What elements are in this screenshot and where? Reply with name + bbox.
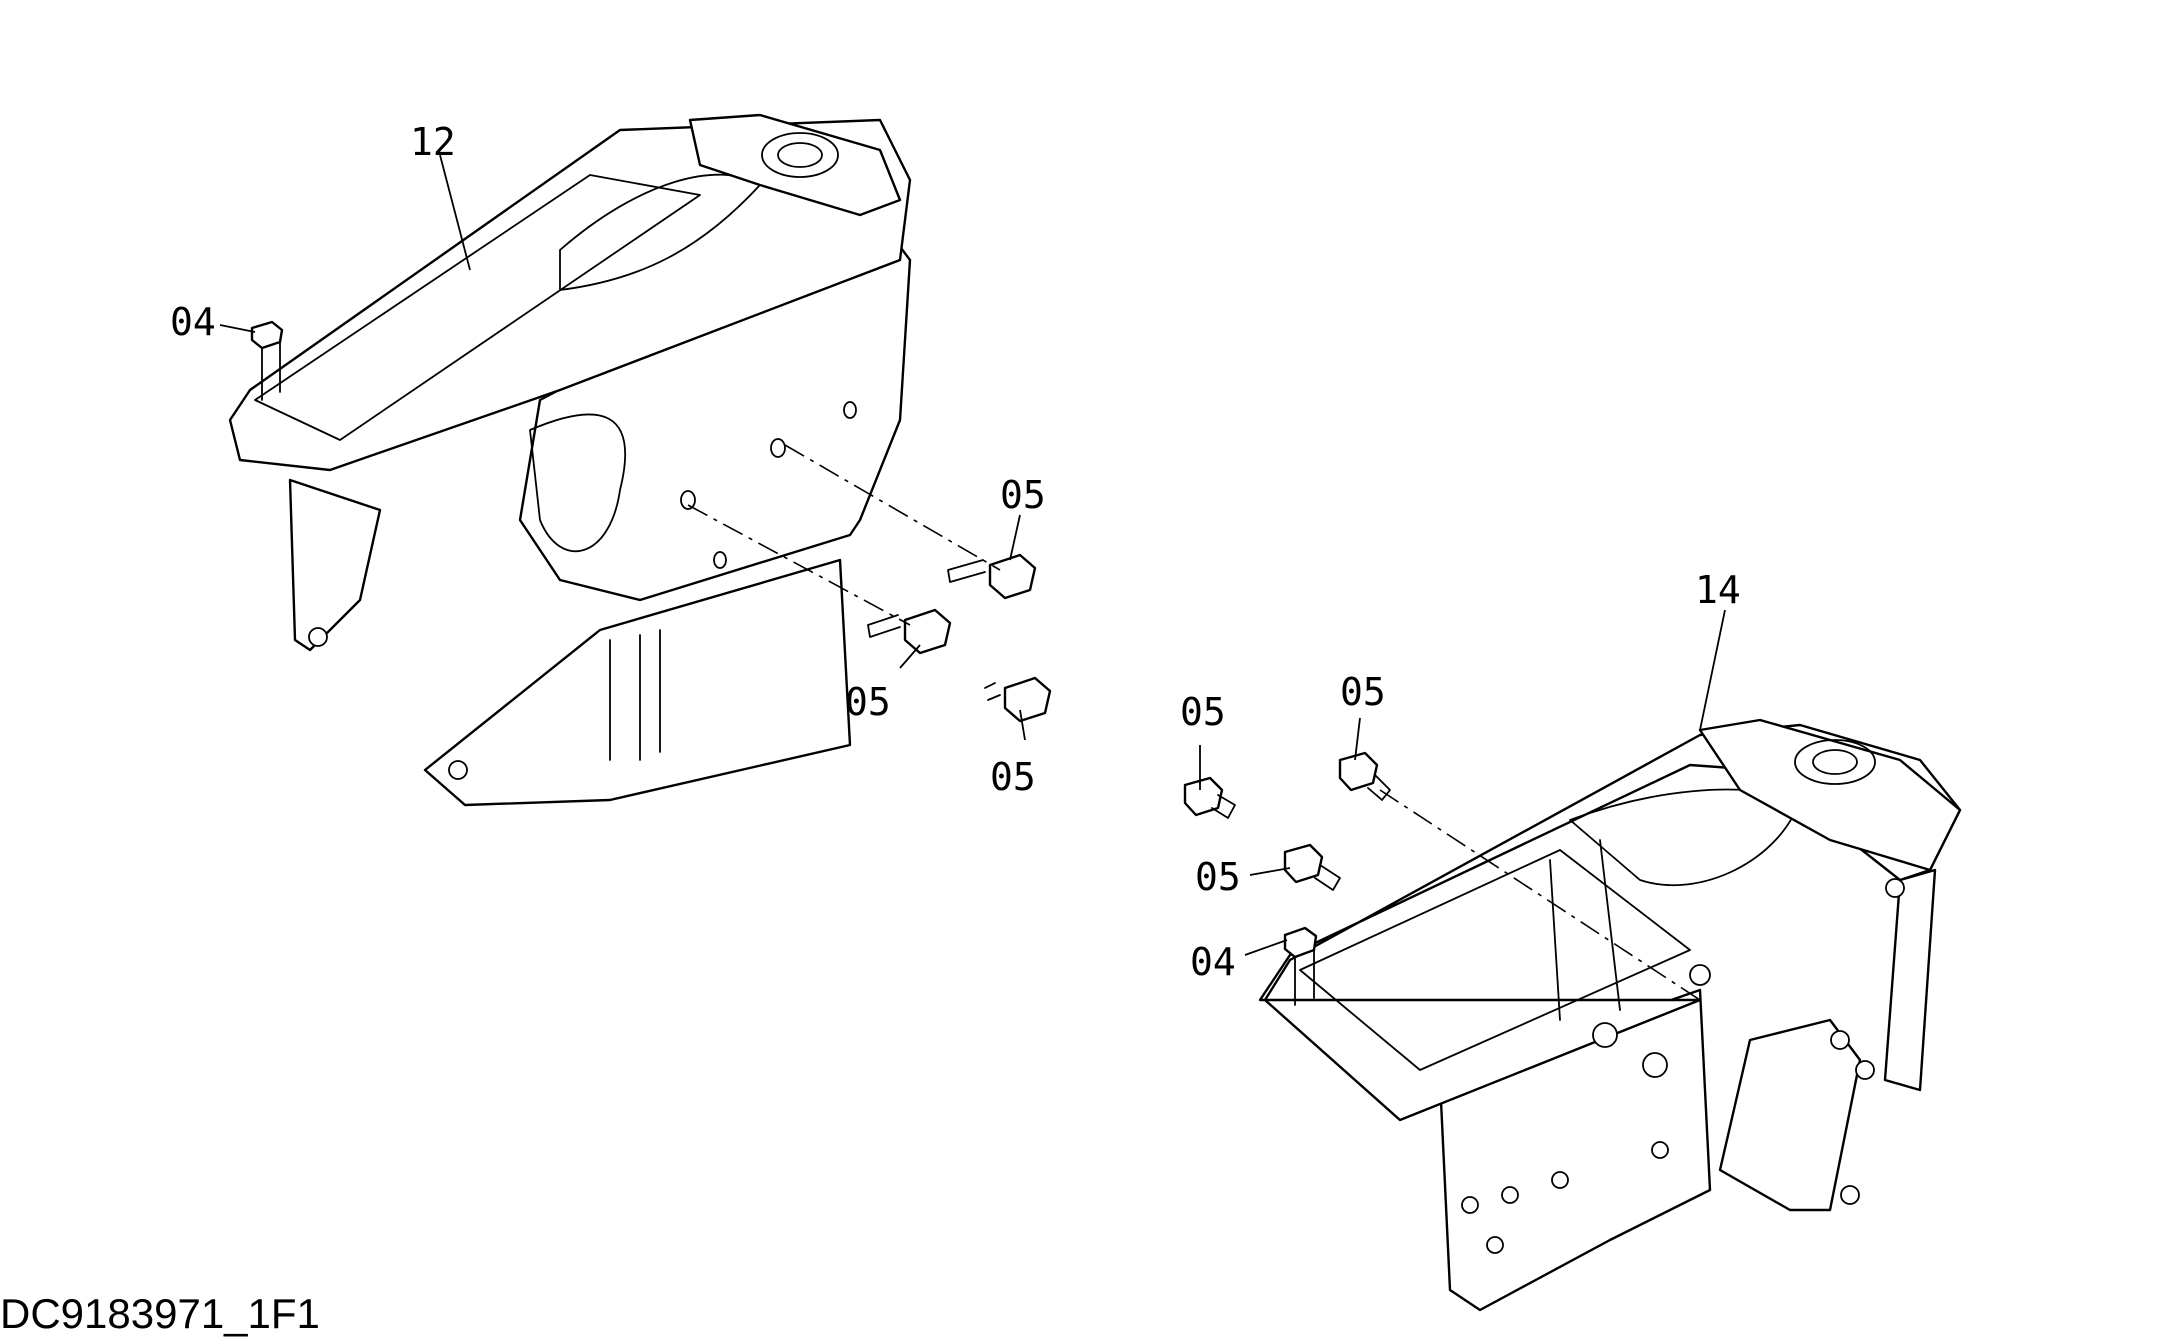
bolt-05-e [1338, 751, 1391, 801]
callout-14: 14 [1695, 568, 1741, 612]
console-12-foot-bracket [423, 558, 852, 807]
console-14 [1258, 718, 1962, 1312]
console-12-head [688, 113, 902, 217]
bolt-05-a [947, 553, 1037, 600]
bolt-05-d [1183, 776, 1236, 819]
clip-04-right [1283, 926, 1318, 1006]
callout-04-right: 04 [1190, 940, 1236, 984]
callout-05-c: 05 [990, 755, 1036, 799]
callout-05-f: 05 [1195, 855, 1241, 899]
callout-12: 12 [410, 120, 456, 164]
console-14-guard-plate [1718, 1018, 1862, 1212]
callout-04-left: 04 [170, 300, 216, 344]
console-14-tray [1258, 723, 1962, 1122]
console-12-side-flange [288, 478, 382, 652]
callout-05-e: 05 [1340, 670, 1386, 714]
clip-04-left [250, 320, 284, 401]
console-12 [228, 113, 912, 807]
console-14-head [1698, 718, 1962, 872]
callout-05-a: 05 [1000, 473, 1046, 517]
bolt-05-c [984, 676, 1052, 723]
callout-05-d: 05 [1180, 690, 1226, 734]
bolt-05-b [867, 608, 952, 655]
callout-05-b: 05 [845, 680, 891, 724]
bolt-05-f [1283, 843, 1341, 891]
console-12-top-tray [228, 118, 912, 472]
drawing-code-label: DC9183971_1F1 [0, 1290, 320, 1337]
